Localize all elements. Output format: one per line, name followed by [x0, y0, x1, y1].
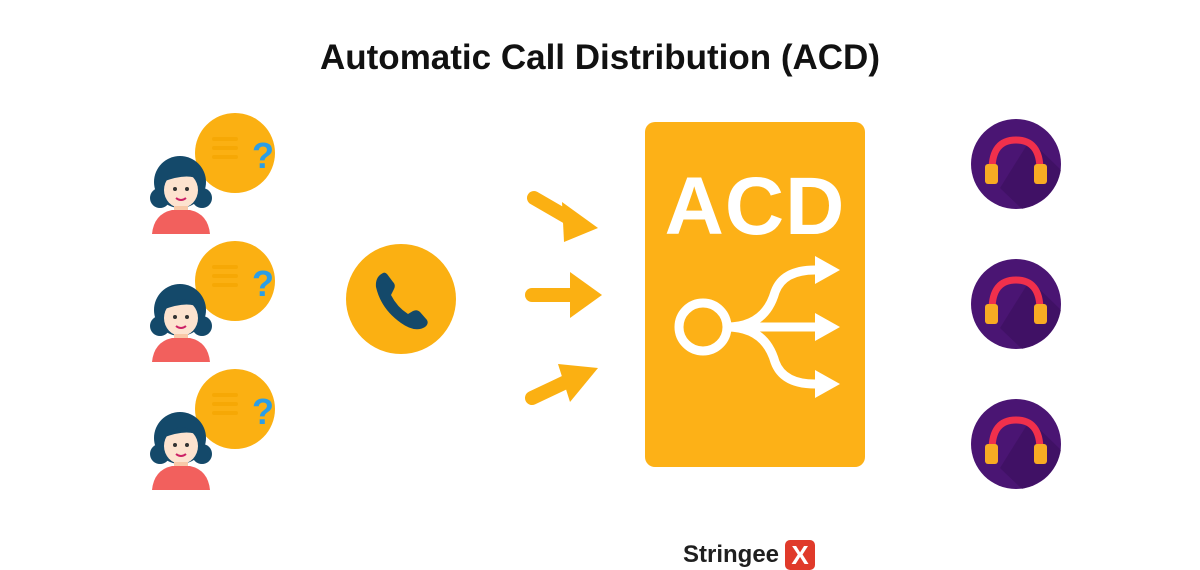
arrow-top-icon — [527, 191, 598, 242]
agents-column — [970, 118, 1065, 493]
svg-text:?: ? — [252, 391, 274, 432]
headset-icon — [971, 119, 1061, 209]
acd-card: ACD Stringee X — [645, 122, 865, 570]
brand-logo: Stringee X — [683, 540, 816, 570]
acd-label: ACD — [664, 161, 846, 252]
callers-column: ? ? ? — [140, 110, 290, 490]
phone-icon — [346, 244, 456, 354]
svg-text:?: ? — [252, 135, 274, 176]
brand-x-mark: X — [785, 540, 816, 570]
caller-with-question-icon: ? — [150, 113, 275, 234]
arrows-group — [525, 191, 602, 405]
arrow-bottom-icon — [525, 364, 598, 405]
headset-icon — [971, 259, 1061, 349]
headset-icon — [971, 399, 1061, 489]
distribution-icon — [674, 256, 840, 398]
page-title: Automatic Call Distribution (ACD) — [320, 38, 880, 77]
svg-text:?: ? — [252, 263, 274, 304]
brand-name: Stringee — [683, 541, 780, 568]
caller-with-question-icon: ? — [150, 369, 275, 490]
arrow-middle-icon — [525, 272, 602, 318]
caller-with-question-icon: ? — [150, 241, 275, 362]
